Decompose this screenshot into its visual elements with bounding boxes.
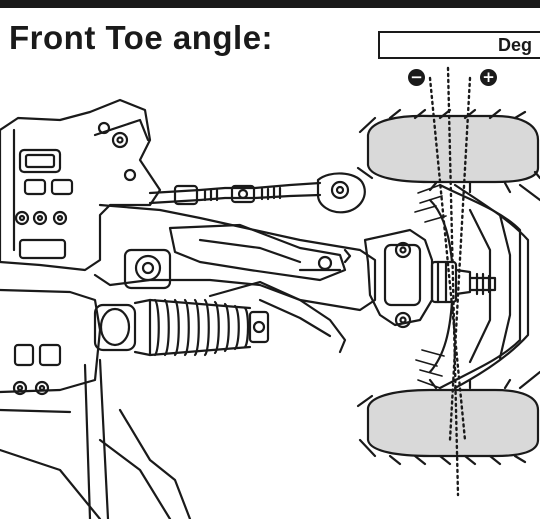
suspension-arm [93, 203, 377, 354]
steering-knuckle [363, 228, 497, 329]
shock-absorber [93, 298, 270, 357]
degree-input-box[interactable]: Deg [378, 31, 540, 59]
chassis-frame [0, 98, 162, 414]
minus-icon: − [408, 69, 425, 86]
lower-tire [356, 378, 540, 466]
top-bar [0, 0, 540, 8]
upper-tire [356, 108, 540, 194]
page-title: Front Toe angle: [9, 19, 274, 56]
rim-hatching [414, 184, 447, 389]
degree-unit-label: Deg [497, 35, 532, 55]
plus-icon: + [480, 69, 497, 86]
lower-frame [0, 358, 192, 519]
wheel-rim [428, 183, 540, 390]
toe-reference-lines [428, 66, 472, 497]
steering-turnbuckle [148, 172, 366, 214]
